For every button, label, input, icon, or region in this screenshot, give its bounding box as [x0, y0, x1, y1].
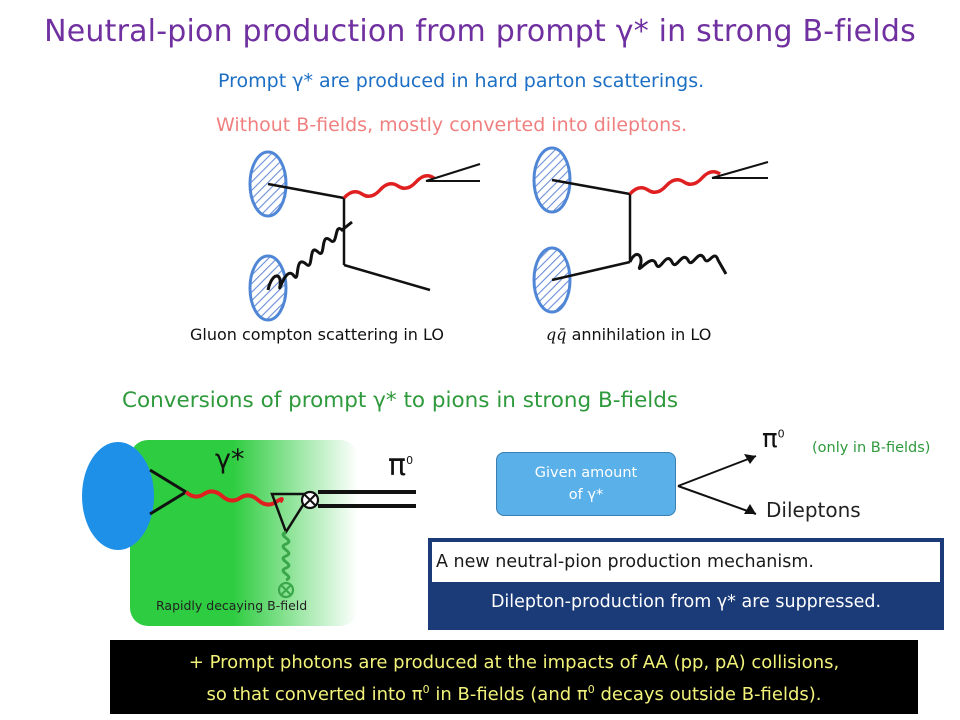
diagram-gluon-compton — [248, 150, 481, 322]
conversion-title: Conversions of prompt γ* to pions in str… — [122, 388, 679, 413]
caption-qq-annihilation: qq̄ annihilation in LO — [546, 325, 711, 344]
gluon-line — [266, 220, 353, 291]
bfield-caption: Rapidly decaying B-field — [156, 598, 308, 613]
subtitle-prompt-gamma: Prompt γ* are produced in hard parton sc… — [218, 70, 705, 92]
branch-pi0-label: π0 — [762, 424, 785, 454]
given-amount-line1: Given amount — [534, 465, 638, 481]
mechanism-statement: A new neutral-pion production mechanism. — [432, 542, 940, 582]
pi0-label: π0 — [388, 448, 414, 483]
branch-dileptons-label: Dileptons — [766, 498, 861, 522]
quark-loop-icon — [270, 492, 313, 535]
suppression-statement: Dilepton-production from γ* are suppress… — [490, 592, 882, 612]
photon-line — [628, 170, 721, 196]
diagram-qq-annihilation — [532, 146, 769, 314]
branching-arrows — [677, 454, 757, 515]
conversion-diagram — [82, 440, 416, 626]
footer-note: + Prompt photons are produced at the imp… — [110, 640, 918, 714]
bfield-region — [130, 440, 358, 626]
slide-title: Neutral-pion production from prompt γ* i… — [44, 14, 916, 49]
footer-line2: so that converted into π0 in B-fields (a… — [206, 683, 822, 705]
given-amount-box: Given amount of γ* — [496, 452, 676, 516]
subtitle-without-bfields: Without B-fields, mostly converted into … — [216, 114, 688, 136]
gamma-star-label: γ* — [215, 444, 245, 475]
caption-gluon-compton: Gluon compton scattering in LO — [190, 325, 444, 344]
bfield-gluon-line — [281, 530, 291, 582]
given-amount-line2: of γ* — [568, 487, 604, 503]
nucleus-icon — [82, 442, 154, 550]
caption-text: annihilation in LO — [571, 325, 712, 344]
footer-line1: + Prompt photons are produced at the imp… — [188, 652, 840, 673]
only-in-bfields-note: (only in B-fields) — [812, 440, 931, 456]
qq-bar-symbol: qq̄ — [546, 325, 567, 344]
gluon-line — [628, 253, 728, 275]
mechanism-box: A new neutral-pion production mechanism.… — [428, 538, 944, 630]
bfield-cross-icon — [277, 581, 295, 599]
photon-line — [342, 174, 435, 200]
